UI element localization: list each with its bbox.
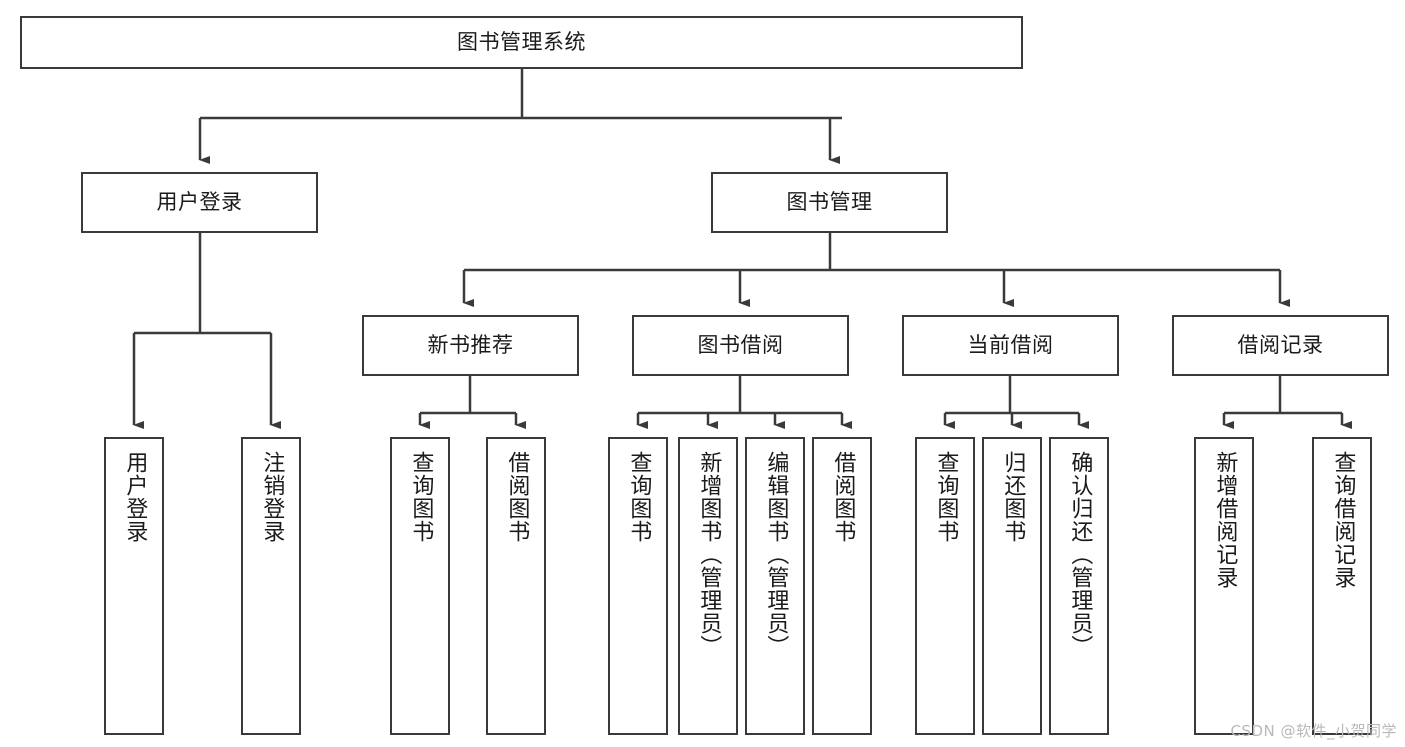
node-borrow-records-label: 借阅记录 — [1237, 332, 1324, 357]
leaf-add-book-admin-label: 新增图书（管理员） — [696, 451, 722, 658]
leaf-return-book-label: 归还图书 — [1000, 451, 1026, 543]
leaf-add-borrow-record-label: 新增借阅记录 — [1212, 451, 1238, 589]
node-user-login-label: 用户登录 — [156, 189, 243, 214]
leaf-query-book-current-label: 查询图书 — [933, 451, 959, 543]
node-new-book-recommend-label: 新书推荐 — [427, 332, 514, 357]
leaf-query-borrow-record-label: 查询借阅记录 — [1330, 451, 1356, 589]
node-root[interactable]: 图书管理系统 — [20, 16, 1023, 69]
leaf-confirm-return-admin[interactable]: 确认归还（管理员） — [1049, 437, 1109, 735]
leaf-edit-book-admin-label: 编辑图书（管理员） — [763, 451, 789, 658]
leaf-borrow-book-newbook-label: 借阅图书 — [504, 451, 530, 543]
leaf-lend-book-label: 借阅图书 — [830, 451, 856, 543]
leaf-add-book-admin[interactable]: 新增图书（管理员） — [678, 437, 738, 735]
node-book-management-label: 图书管理 — [786, 189, 873, 214]
node-borrow-records[interactable]: 借阅记录 — [1172, 315, 1389, 376]
leaf-edit-book-admin[interactable]: 编辑图书（管理员） — [745, 437, 805, 735]
node-book-borrow-label: 图书借阅 — [697, 332, 784, 357]
node-book-management[interactable]: 图书管理 — [711, 172, 948, 233]
leaf-user-logout[interactable]: 注销登录 — [241, 437, 301, 735]
leaf-query-borrow-record[interactable]: 查询借阅记录 — [1312, 437, 1372, 735]
leaf-add-borrow-record[interactable]: 新增借阅记录 — [1194, 437, 1254, 735]
leaf-lend-book[interactable]: 借阅图书 — [812, 437, 872, 735]
node-new-book-recommend[interactable]: 新书推荐 — [362, 315, 579, 376]
node-user-login[interactable]: 用户登录 — [81, 172, 318, 233]
node-current-borrow[interactable]: 当前借阅 — [902, 315, 1119, 376]
leaf-query-book-newbook-label: 查询图书 — [408, 451, 434, 543]
leaf-user-logout-label: 注销登录 — [259, 451, 285, 543]
leaf-borrow-book-newbook[interactable]: 借阅图书 — [486, 437, 546, 735]
leaf-user-login-label: 用户登录 — [122, 451, 148, 543]
leaf-query-book-current[interactable]: 查询图书 — [915, 437, 975, 735]
leaf-user-login[interactable]: 用户登录 — [104, 437, 164, 735]
leaf-confirm-return-admin-label: 确认归还（管理员） — [1067, 451, 1093, 658]
leaf-query-book-newbook[interactable]: 查询图书 — [390, 437, 450, 735]
leaf-return-book[interactable]: 归还图书 — [982, 437, 1042, 735]
leaf-query-book-borrow[interactable]: 查询图书 — [608, 437, 668, 735]
node-current-borrow-label: 当前借阅 — [967, 332, 1054, 357]
leaf-query-book-borrow-label: 查询图书 — [626, 451, 652, 543]
node-root-label: 图书管理系统 — [457, 29, 586, 54]
node-book-borrow[interactable]: 图书借阅 — [632, 315, 849, 376]
